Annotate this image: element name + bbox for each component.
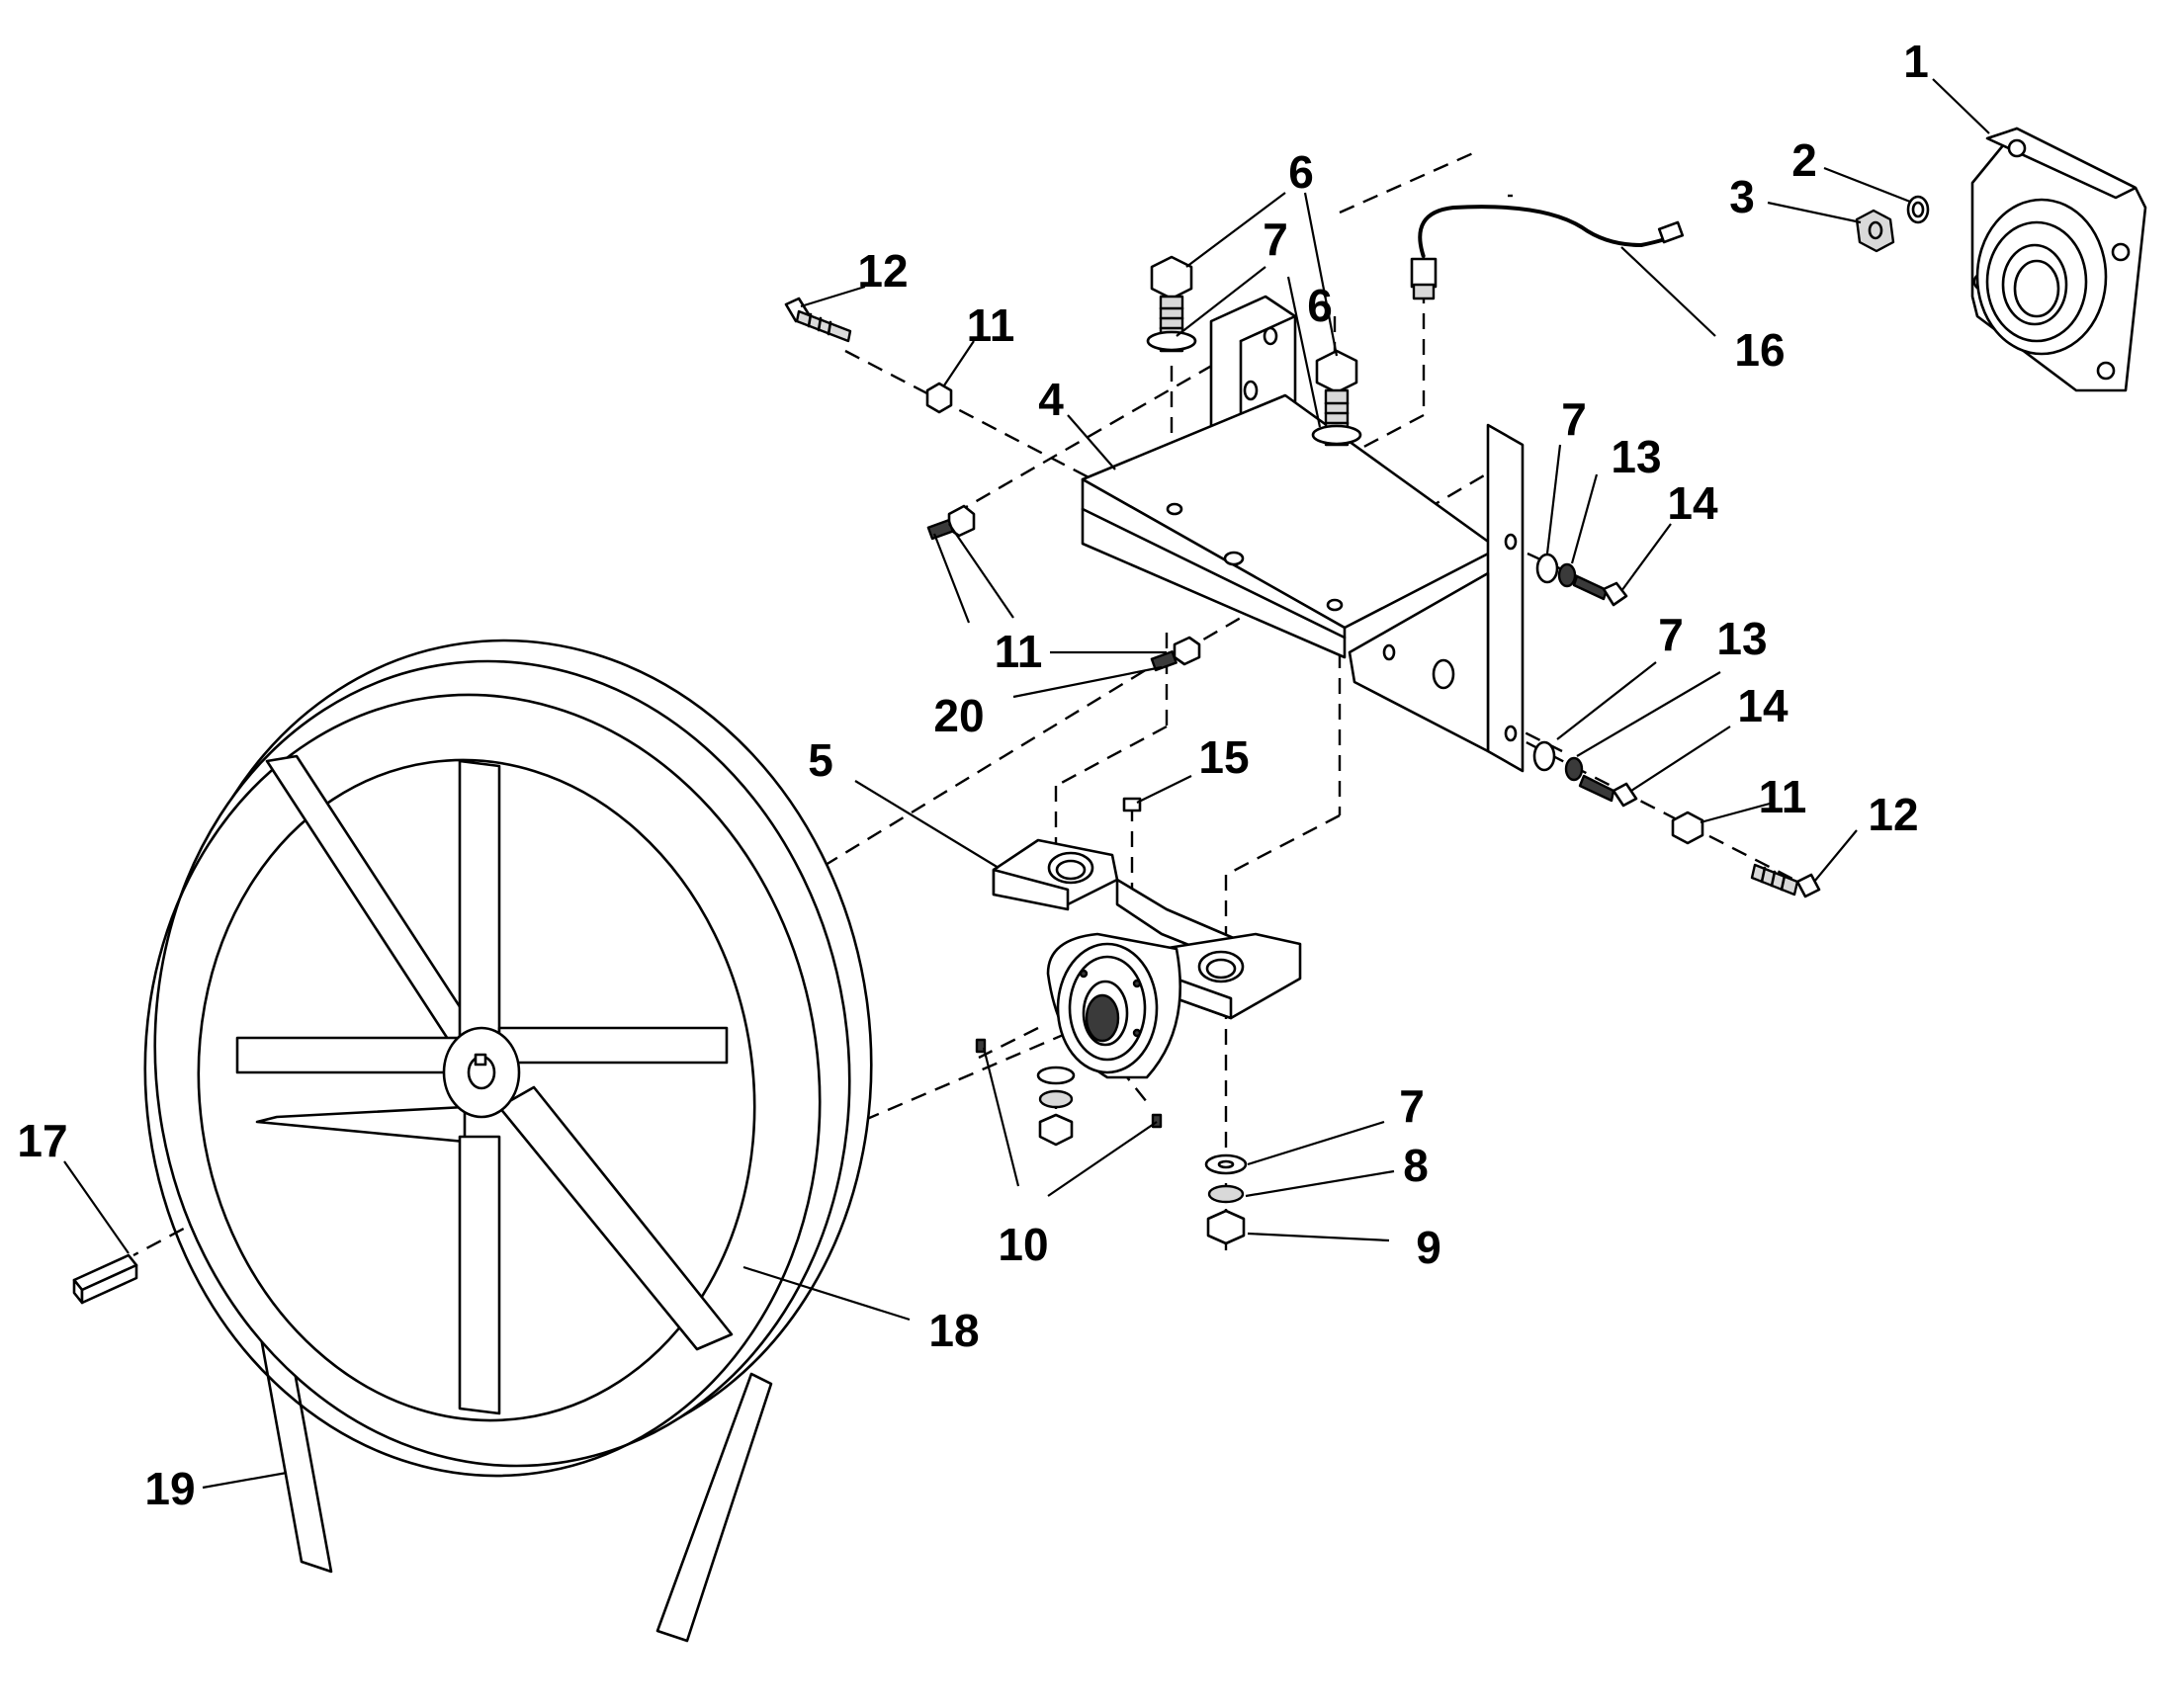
shaft-key (72, 1253, 138, 1305)
callout-labels: 1 2 3 4 5 6 6 7 7 7 7 7 8 9 10 11 11 11 … (17, 36, 1928, 1514)
grease-fitting (1122, 797, 1142, 812)
callout-11-a: 11 (967, 299, 1015, 351)
callout-10: 10 (998, 1219, 1048, 1270)
proximity-sensor (1410, 205, 1685, 300)
callout-17: 17 (17, 1115, 67, 1166)
callout-19: 19 (144, 1463, 195, 1514)
callout-3: 3 (1729, 171, 1755, 222)
washer-stack-right (1204, 1153, 1248, 1245)
mounting-bracket (1081, 295, 1525, 773)
callout-6-a: 6 (1288, 146, 1314, 198)
callout-16: 16 (1734, 324, 1785, 376)
callout-12-a: 12 (857, 245, 908, 297)
callout-14-a: 14 (1667, 477, 1718, 529)
washers-bolt-right-lower (1532, 740, 1821, 898)
callout-12-b: 12 (1868, 789, 1918, 840)
callout-7-c: 7 (1658, 609, 1684, 660)
callout-7-b: 7 (1561, 393, 1587, 445)
callout-11-c: 11 (1759, 771, 1807, 822)
callout-13-b: 13 (1716, 613, 1767, 664)
callout-6-b: 6 (1307, 280, 1333, 331)
bolt-and-nut-left (784, 297, 953, 414)
callout-11-b: 11 (995, 626, 1043, 677)
callout-8: 8 (1403, 1140, 1429, 1191)
callout-4: 4 (1038, 374, 1064, 425)
callout-13-a: 13 (1611, 431, 1661, 482)
callout-5: 5 (808, 734, 833, 786)
callout-2: 2 (1791, 134, 1817, 186)
callout-15: 15 (1198, 731, 1249, 783)
callout-7-a: 7 (1263, 214, 1288, 265)
flange-bearing (1970, 127, 2147, 392)
hex-bolts-top (1146, 255, 1362, 447)
pillow-block-bearing (992, 838, 1302, 1079)
callout-20: 20 (933, 690, 984, 741)
leader-lines (63, 78, 1990, 1490)
pulley-wheel (143, 639, 873, 1478)
callout-14-b: 14 (1737, 680, 1788, 731)
callout-18: 18 (928, 1305, 979, 1356)
callout-1: 1 (1903, 36, 1929, 87)
washer-and-nut-top-right (1855, 195, 1930, 253)
callout-9: 9 (1416, 1222, 1441, 1273)
callout-7-d: 7 (1399, 1080, 1425, 1132)
washers-bolt-right-upper (1535, 553, 1628, 607)
washer-stack-left (975, 1038, 1163, 1147)
